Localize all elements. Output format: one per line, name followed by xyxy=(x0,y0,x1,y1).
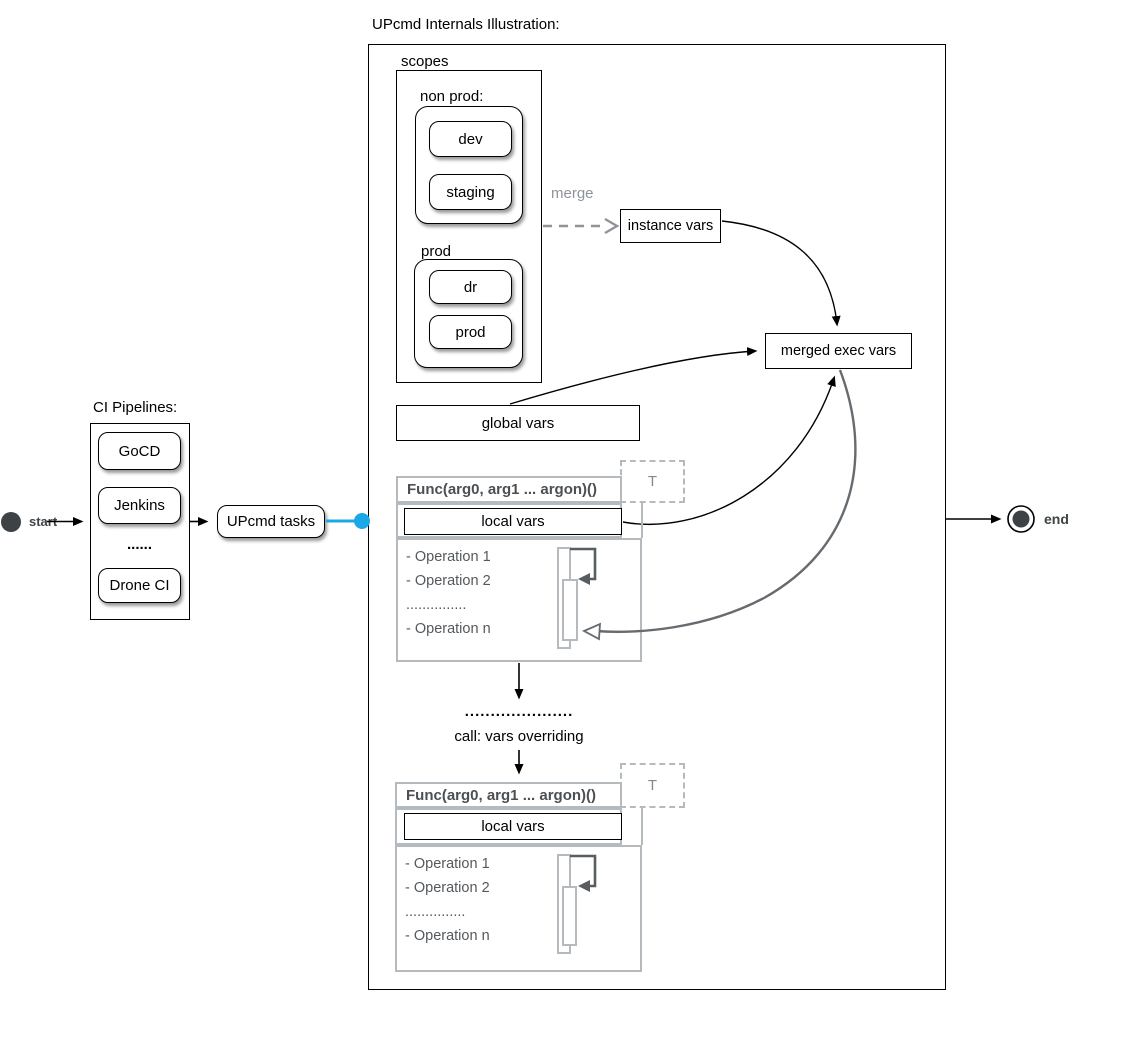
func1-op-1: - Operation 1 xyxy=(406,549,491,565)
call-dots: ..................... xyxy=(464,703,574,720)
start-node xyxy=(1,512,21,532)
ci-pipelines-title: CI Pipelines: xyxy=(93,399,178,416)
func1-header-label: Func(arg0, arg1 ... argon)() xyxy=(407,481,598,498)
ci-item-droneci-label: Drone CI xyxy=(109,577,170,594)
func2-operations: - Operation 1 - Operation 2 ............… xyxy=(395,845,642,972)
merge-label: merge xyxy=(551,185,594,202)
func2-local-vars-box: local vars xyxy=(404,813,622,840)
scope-dev-label: dev xyxy=(458,130,483,148)
scope-dr: dr xyxy=(429,270,512,304)
func2-header: Func(arg0, arg1 ... argon)() xyxy=(395,782,622,808)
instance-vars-label: instance vars xyxy=(627,218,714,234)
scope-prod: prod xyxy=(429,315,512,349)
call-label: call: vars overriding xyxy=(454,728,584,745)
global-vars-box: global vars xyxy=(396,405,640,441)
func2-local-vars-label: local vars xyxy=(481,818,545,835)
ci-item-gocd-label: GoCD xyxy=(118,442,161,460)
ci-item-jenkins: Jenkins xyxy=(98,487,181,524)
instance-vars-box: instance vars xyxy=(620,209,721,243)
upcmd-tasks-label: UPcmd tasks xyxy=(226,513,316,530)
end-node-outer xyxy=(1007,505,1035,533)
func2-op-1: - Operation 1 xyxy=(405,856,490,872)
func1-op-dots: ............... xyxy=(406,597,467,613)
scope-dev: dev xyxy=(429,121,512,157)
func2-header-label: Func(arg0, arg1 ... argon)() xyxy=(406,786,597,804)
func2-op-dots: ............... xyxy=(405,904,466,920)
scopes-label: scopes xyxy=(399,53,451,70)
func1-timer-label: T xyxy=(647,473,658,490)
ci-items-ellipsis: ...... xyxy=(126,536,152,553)
merged-exec-vars-box: merged exec vars xyxy=(765,333,912,369)
start-label: start xyxy=(29,514,58,529)
prod-label: prod xyxy=(421,243,452,260)
global-vars-label: global vars xyxy=(481,414,555,432)
func2-timer-box: T xyxy=(620,763,685,808)
func1-timer-box: T xyxy=(620,460,685,503)
func2-op-n: - Operation n xyxy=(405,928,490,944)
func1-operations: - Operation 1 - Operation 2 ............… xyxy=(396,538,642,662)
func1-local-vars-label: local vars xyxy=(481,513,545,530)
scope-prod-label: prod xyxy=(455,323,486,341)
scope-staging-label: staging xyxy=(446,183,495,201)
scope-dr-label: dr xyxy=(463,278,478,296)
upcmd-tasks-box: UPcmd tasks xyxy=(217,505,325,538)
end-label: end xyxy=(1044,511,1069,527)
ci-item-jenkins-label: Jenkins xyxy=(114,497,165,514)
ci-item-droneci: Drone CI xyxy=(98,568,181,603)
ci-item-gocd: GoCD xyxy=(98,432,181,470)
func1-op-n: - Operation n xyxy=(406,621,491,637)
func2-op-2: - Operation 2 xyxy=(405,880,490,896)
func1-header: Func(arg0, arg1 ... argon)() xyxy=(396,476,622,503)
scope-staging: staging xyxy=(429,174,512,210)
end-node-inner xyxy=(1012,510,1030,528)
non-prod-label: non prod: xyxy=(420,88,484,105)
func1-local-vars-box: local vars xyxy=(404,508,622,535)
merged-exec-vars-label: merged exec vars xyxy=(780,343,897,359)
diagram-title: UPcmd Internals Illustration: xyxy=(372,16,560,33)
func1-op-2: - Operation 2 xyxy=(406,573,491,589)
func2-timer-label: T xyxy=(647,777,658,794)
